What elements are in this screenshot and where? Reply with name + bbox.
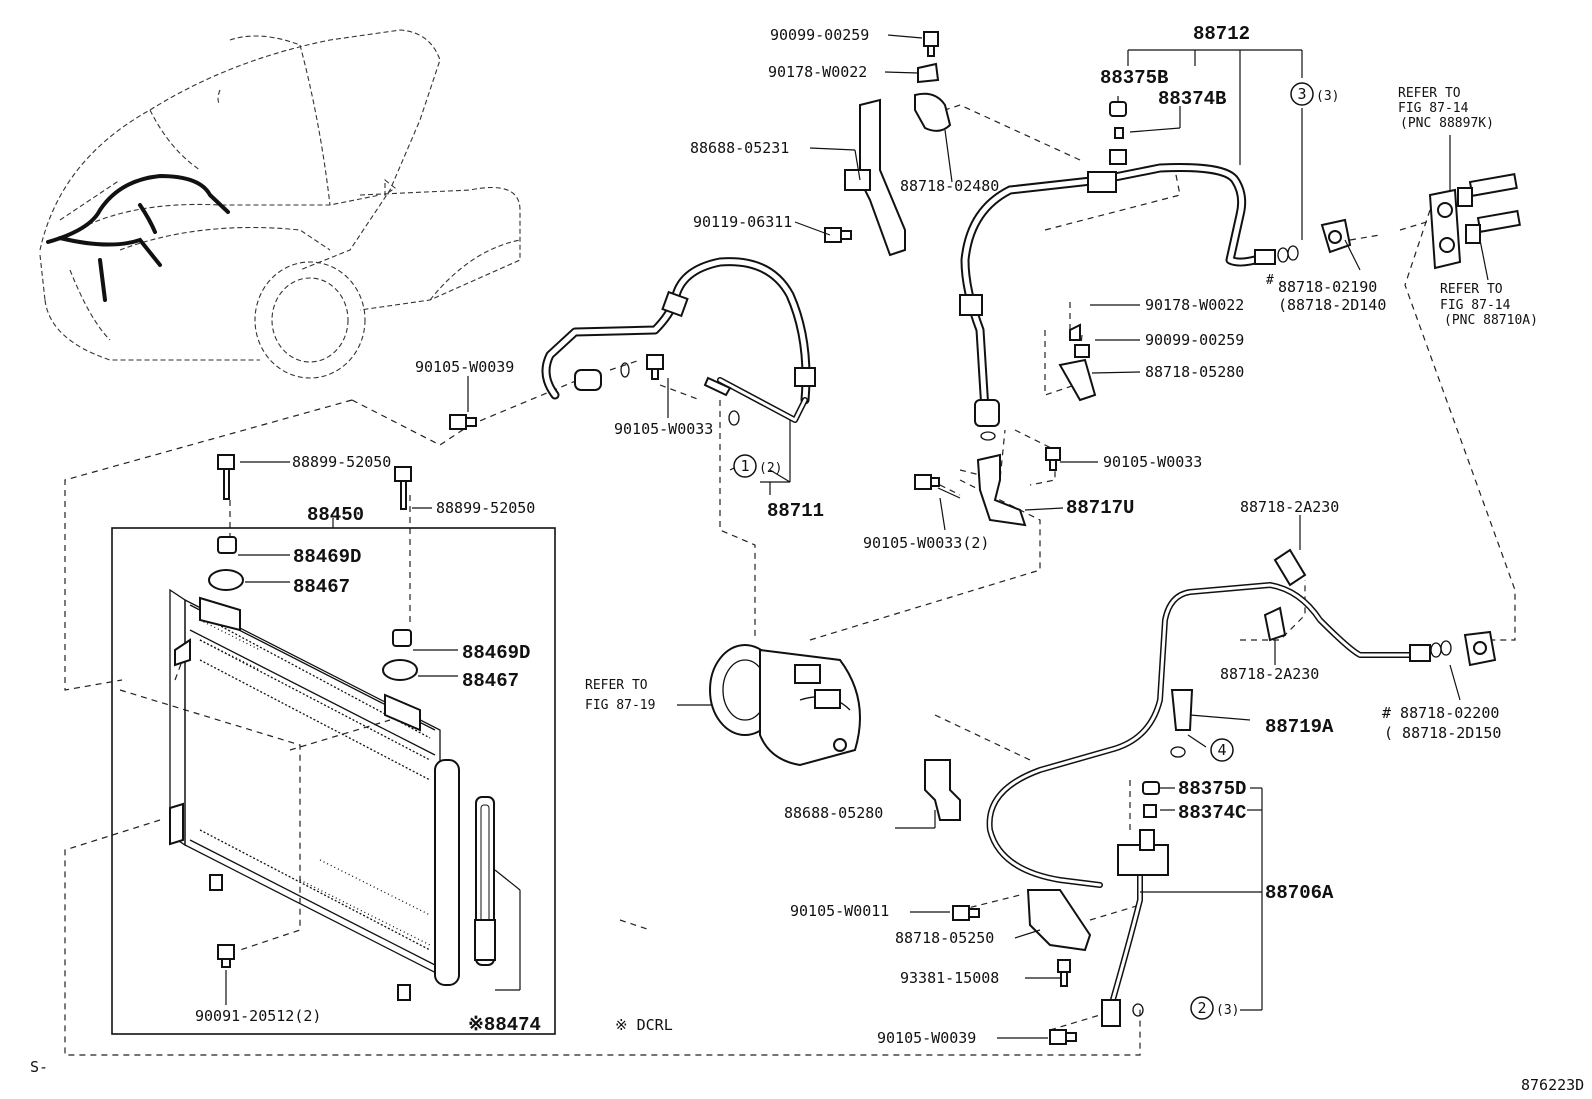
part-label-88375d: 88375D <box>1178 778 1246 800</box>
discharge-hose-88711 <box>449 257 816 430</box>
callout-3-qty: (3) <box>1316 89 1339 104</box>
part-label-88688-05280: 88688-05280 <box>784 804 883 822</box>
part-label-88718-05280: 88718-05280 <box>1145 363 1244 381</box>
condenser-fasteners <box>208 454 418 968</box>
refer-top-line1: REFER TO <box>1398 86 1461 101</box>
corner-mark: S- <box>30 1058 48 1076</box>
part-label-88374c: 88374C <box>1178 802 1246 824</box>
part-label-88706a: 88706A <box>1265 882 1334 904</box>
part-label-88688-05231: 88688-05231 <box>690 139 789 157</box>
part-label-88711: 88711 <box>767 500 824 522</box>
part-label-88469d-b: 88469D <box>462 642 530 664</box>
callout-2-qty: (3) <box>1216 1003 1239 1018</box>
part-label-88719a: 88719A <box>1265 716 1334 738</box>
part-label-88718-2a230-b: 88718-2A230 <box>1220 665 1319 683</box>
part-label-88712: 88712 <box>1193 23 1250 45</box>
liquid-line-88706a <box>924 548 1497 1045</box>
part-label-90105-w0033-b: 90105-W0033 <box>1103 453 1202 471</box>
callout-1-qty: (2) <box>759 461 782 476</box>
part-label-88374b: 88374B <box>1158 88 1226 110</box>
callout-1-number: 1 <box>740 457 749 475</box>
part-label-90105-w0011: 90105-W0011 <box>790 902 889 920</box>
condenser-core <box>169 588 521 1001</box>
compressor-illustration <box>709 644 861 767</box>
part-label-88718-02200: # 88718-02200 <box>1382 704 1499 722</box>
part-label-88717u: 88717U <box>1066 497 1134 519</box>
part-label-88718-02190: 88718-02190 <box>1278 278 1377 296</box>
refer-right-line1: REFER TO <box>1440 282 1503 297</box>
part-label-88718-2d150: ( 88718-2D150 <box>1384 724 1501 742</box>
refer-right-line2: FIG 87-14 <box>1440 298 1511 313</box>
callout-3-number: 3 <box>1297 85 1306 103</box>
callout-2: 2 (3) <box>1190 996 1239 1020</box>
part-label-90105-w0033-a: 90105-W0033 <box>614 420 713 438</box>
part-label-90178-w0022-top: 90178-W0022 <box>768 63 867 81</box>
part-label-93381-15008: 93381-15008 <box>900 969 999 987</box>
refer-right-line3: (PNC 88710A) <box>1444 313 1538 328</box>
suction-hose-88712 <box>959 101 1521 471</box>
bracket-88688-05231-illustration <box>824 31 952 257</box>
refer-top-line3: (PNC 88897K) <box>1400 116 1494 131</box>
refer-compressor-line1: REFER TO <box>585 678 648 693</box>
diagram-id: 876223D <box>1521 1076 1584 1094</box>
part-label-90099-00259-mid: 90099-00259 <box>1145 331 1244 349</box>
part-labels: 90099-00259 90178-W0022 88688-05231 8871… <box>30 23 1584 1094</box>
refer-top-line2: FIG 87-14 <box>1398 101 1469 116</box>
part-label-90105-w0033-2: 90105-W0033(2) <box>863 534 989 552</box>
condenser-assembly-frame <box>111 518 556 1035</box>
part-label-88469d-a: 88469D <box>293 546 361 568</box>
callout-4-number: 4 <box>1217 741 1226 759</box>
part-label-88718-2d140: (88718-2D140 <box>1278 296 1386 314</box>
part-label-88899-52050-a: 88899-52050 <box>292 453 391 471</box>
part-label-88899-52050-b: 88899-52050 <box>436 499 535 517</box>
hash-marker: # <box>1266 273 1274 288</box>
part-label-88718-05250: 88718-05250 <box>895 929 994 947</box>
refer-compressor-line2: FIG 87-19 <box>585 698 655 713</box>
callout-3: 3 (3) <box>1290 82 1339 106</box>
part-label-88450: 88450 <box>307 504 364 526</box>
bracket-88717u-illustration <box>914 453 1027 527</box>
part-label-90105-w0039-bot: 90105-W0039 <box>877 1029 976 1047</box>
part-label-88718-02480: 88718-02480 <box>900 177 999 195</box>
vehicle-outline-illustration <box>39 29 521 379</box>
part-label-88467-b: 88467 <box>462 670 519 692</box>
leader-lines <box>225 34 1489 1039</box>
part-label-90178-w0022-mid: 90178-W0022 <box>1145 296 1244 314</box>
part-label-88474: ※88474 <box>468 1014 541 1036</box>
part-label-90119-06311: 90119-06311 <box>693 213 792 231</box>
part-label-90105-w0039-top: 90105-W0039 <box>415 358 514 376</box>
callout-2-number: 2 <box>1197 999 1206 1017</box>
dcrl-note: ※ DCRL <box>615 1016 673 1034</box>
part-label-88467-a: 88467 <box>293 576 350 598</box>
part-label-90099-00259-top: 90099-00259 <box>770 26 869 44</box>
callout-4: 4 <box>1210 738 1234 762</box>
part-label-88718-2a230-a: 88718-2A230 <box>1240 498 1339 516</box>
part-label-90091-20512: 90091-20512(2) <box>195 1007 321 1025</box>
part-label-88375b: 88375B <box>1100 67 1168 89</box>
callout-1: 1 (2) <box>733 454 782 478</box>
